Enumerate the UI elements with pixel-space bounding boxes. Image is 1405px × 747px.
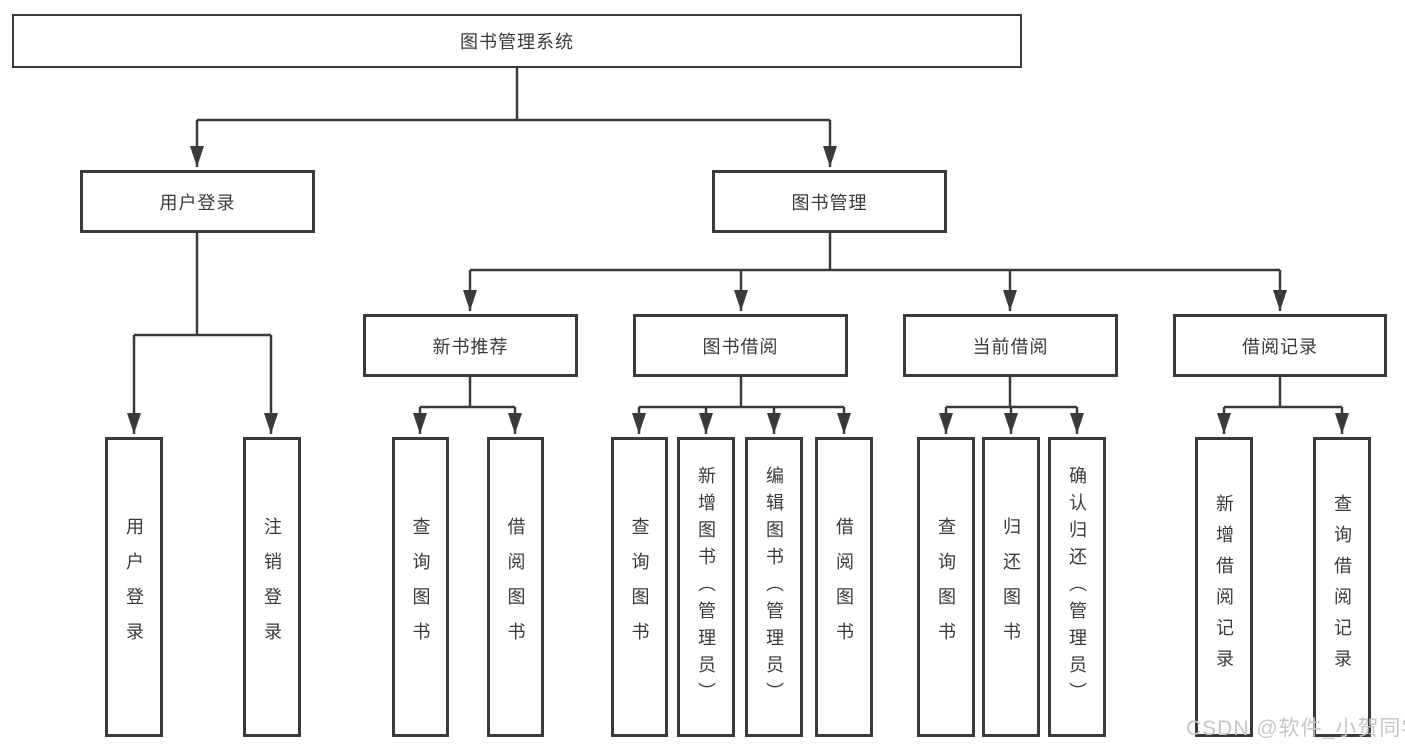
node-book-management: 图书管理 bbox=[712, 170, 947, 233]
leaf-return-books: 归还图书 bbox=[982, 437, 1040, 737]
watermark: CSDN @软件_小贺同学 bbox=[1186, 717, 1405, 740]
leaf-confirm-return-admin: 确认归还（管理员） bbox=[1048, 437, 1106, 737]
node-new-book-recommendation: 新书推荐 bbox=[363, 314, 578, 377]
leaf-borrow-books-borrowing: 借阅图书 bbox=[815, 437, 873, 737]
leaf-add-borrow-record: 新增借阅记录 bbox=[1195, 437, 1253, 737]
node-current-borrowing: 当前借阅 bbox=[903, 314, 1118, 377]
leaf-edit-book-admin: 编辑图书（管理员） bbox=[745, 437, 803, 737]
node-borrowing-records: 借阅记录 bbox=[1173, 314, 1387, 377]
leaf-logout: 注销登录 bbox=[243, 437, 301, 737]
leaf-query-borrow-record: 查询借阅记录 bbox=[1313, 437, 1371, 737]
leaf-borrow-books-recommend: 借阅图书 bbox=[487, 437, 544, 737]
leaf-add-book-admin: 新增图书（管理员） bbox=[677, 437, 735, 737]
leaf-query-books-current: 查询图书 bbox=[917, 437, 975, 737]
node-library-management-system: 图书管理系统 bbox=[12, 14, 1022, 68]
leaf-user-login: 用户登录 bbox=[105, 437, 163, 737]
node-user-login: 用户登录 bbox=[80, 170, 315, 233]
node-book-borrowing: 图书借阅 bbox=[633, 314, 848, 377]
leaf-query-books-borrowing: 查询图书 bbox=[611, 437, 668, 737]
leaf-query-books-recommend: 查询图书 bbox=[392, 437, 449, 737]
